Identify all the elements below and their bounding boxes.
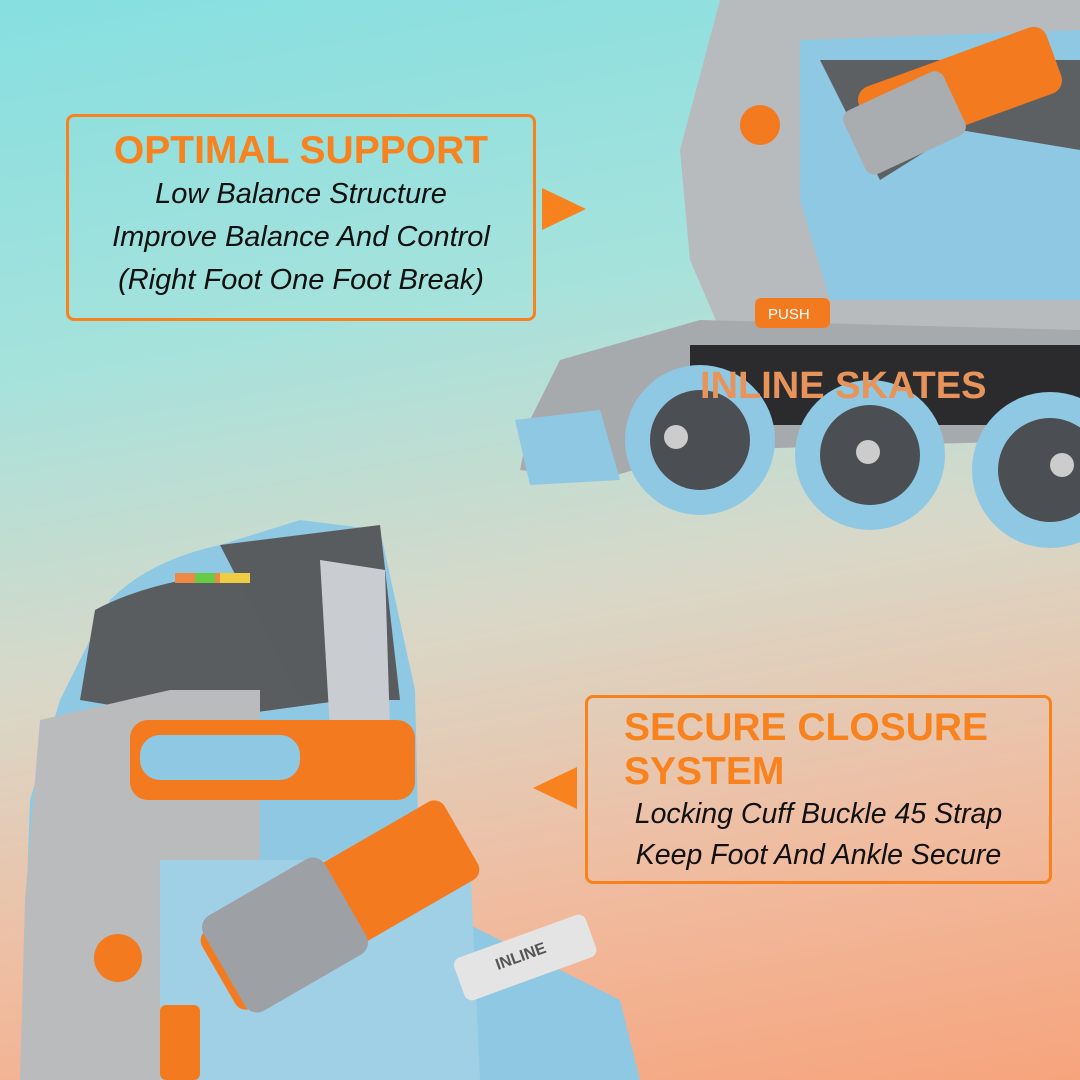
callout-title: SYSTEM [624,750,785,793]
callout-line: Low Balance Structure [155,178,447,210]
callout-title: SECURE CLOSURE [624,706,989,749]
callout-title: OPTIMAL SUPPORT [113,129,489,172]
top-skate-image: PUSH INLINE SKATES [515,0,1080,548]
frame-text: INLINE SKATES [700,365,986,407]
arrow-right-icon [542,188,586,230]
callout-line: Keep Foot And Ankle Secure [635,839,1002,871]
callout-line: Improve Balance And Control [112,221,490,253]
wheels [625,365,1080,548]
push-button-shape [755,298,830,328]
callout-line: Locking Cuff Buckle 45 Strap [634,798,1003,830]
callout-line: (Right Foot One Foot Break) [118,264,484,296]
bottom-skate-image: INLINE [20,520,640,1080]
push-label: PUSH [768,306,810,323]
optimal-support-callout: OPTIMAL SUPPORT Low Balance Structure Im… [66,114,536,321]
arrow-left-icon [533,767,577,809]
secure-closure-callout: SECURE CLOSURE SYSTEM Locking Cuff Buckl… [585,695,1052,884]
